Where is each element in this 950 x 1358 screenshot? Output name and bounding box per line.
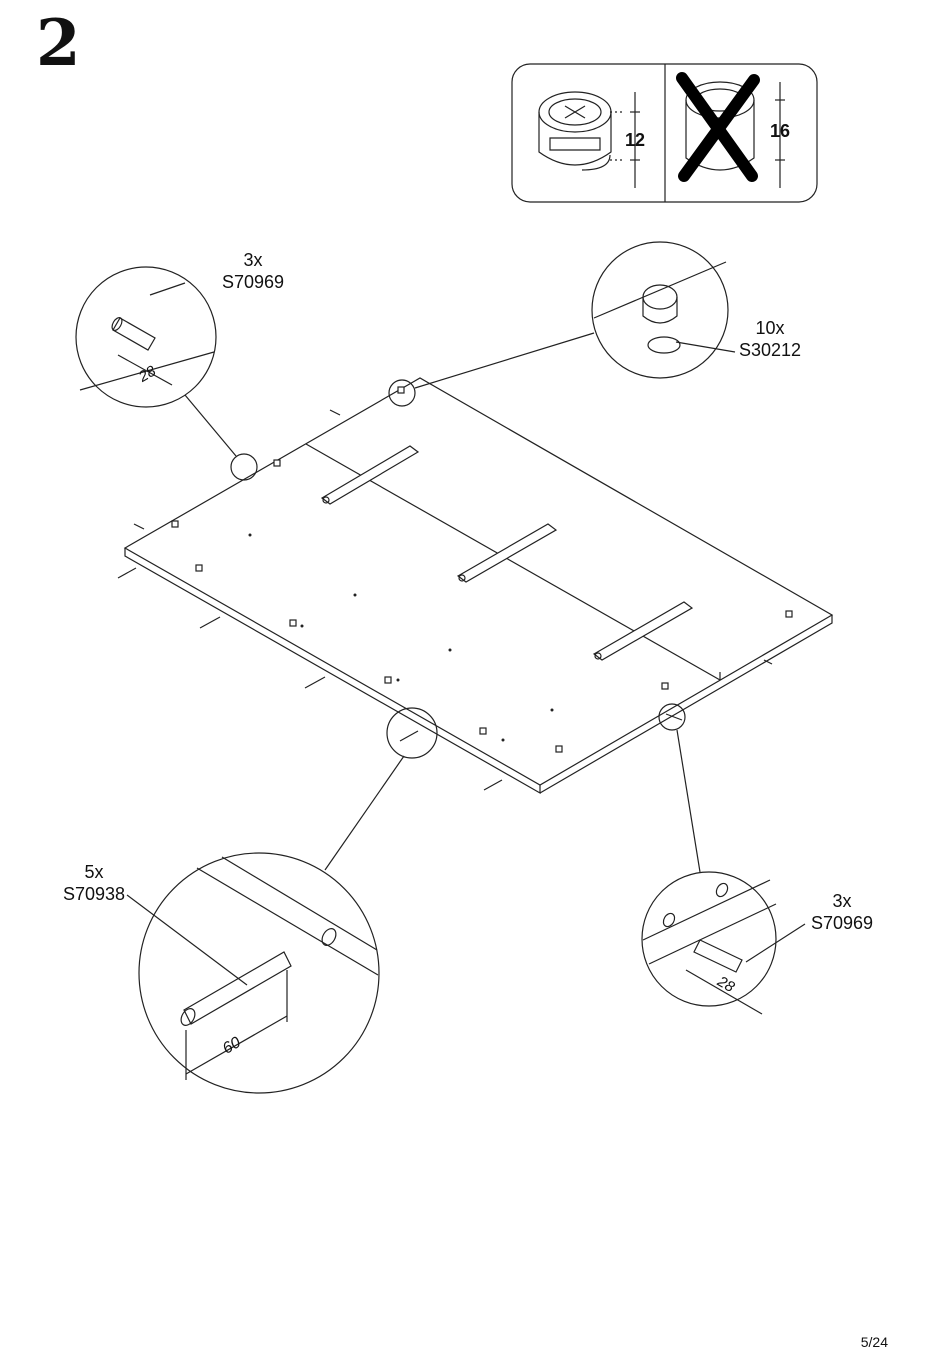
callout-top-right-label: 10x S30212: [734, 317, 806, 361]
slat-support: [592, 601, 694, 661]
slat-support: [320, 445, 420, 505]
part-number: S70938: [62, 884, 126, 904]
dimension-bottom-left: 60: [220, 1034, 244, 1058]
quantity: 5x: [84, 862, 104, 882]
cam-lock-correct-icon: [538, 91, 640, 188]
callout-top-left: [75, 266, 258, 481]
wrong-depth-value: 16: [770, 121, 790, 141]
part-number: S70969: [221, 272, 285, 292]
callout-bottom-left: [126, 707, 438, 1094]
cam-lock-wrong-icon: [676, 72, 785, 188]
callout-bottom-right-label: 3x S70969: [806, 890, 878, 934]
quantity: 3x: [243, 250, 263, 270]
dimension-bottom-right: 28: [713, 972, 737, 996]
dimension-top-left: 28: [135, 362, 159, 386]
step-number: 2: [36, 6, 81, 81]
callout-bottom-left-label: 5x S70938: [58, 861, 130, 905]
bed-base-panel: [117, 377, 834, 795]
page-number: 5/24: [860, 1334, 888, 1350]
ok-depth-value: 12: [625, 130, 645, 150]
callout-bottom-right: [641, 703, 806, 1015]
callout-top-right: [388, 241, 736, 407]
part-number: S30212: [738, 340, 802, 360]
depth-check-panel: [511, 63, 818, 203]
quantity: 3x: [832, 891, 852, 911]
quantity: 10x: [755, 318, 785, 338]
slat-support: [456, 523, 558, 583]
callout-top-left-label: 3x S70969: [218, 249, 288, 293]
part-number: S70969: [810, 913, 874, 933]
